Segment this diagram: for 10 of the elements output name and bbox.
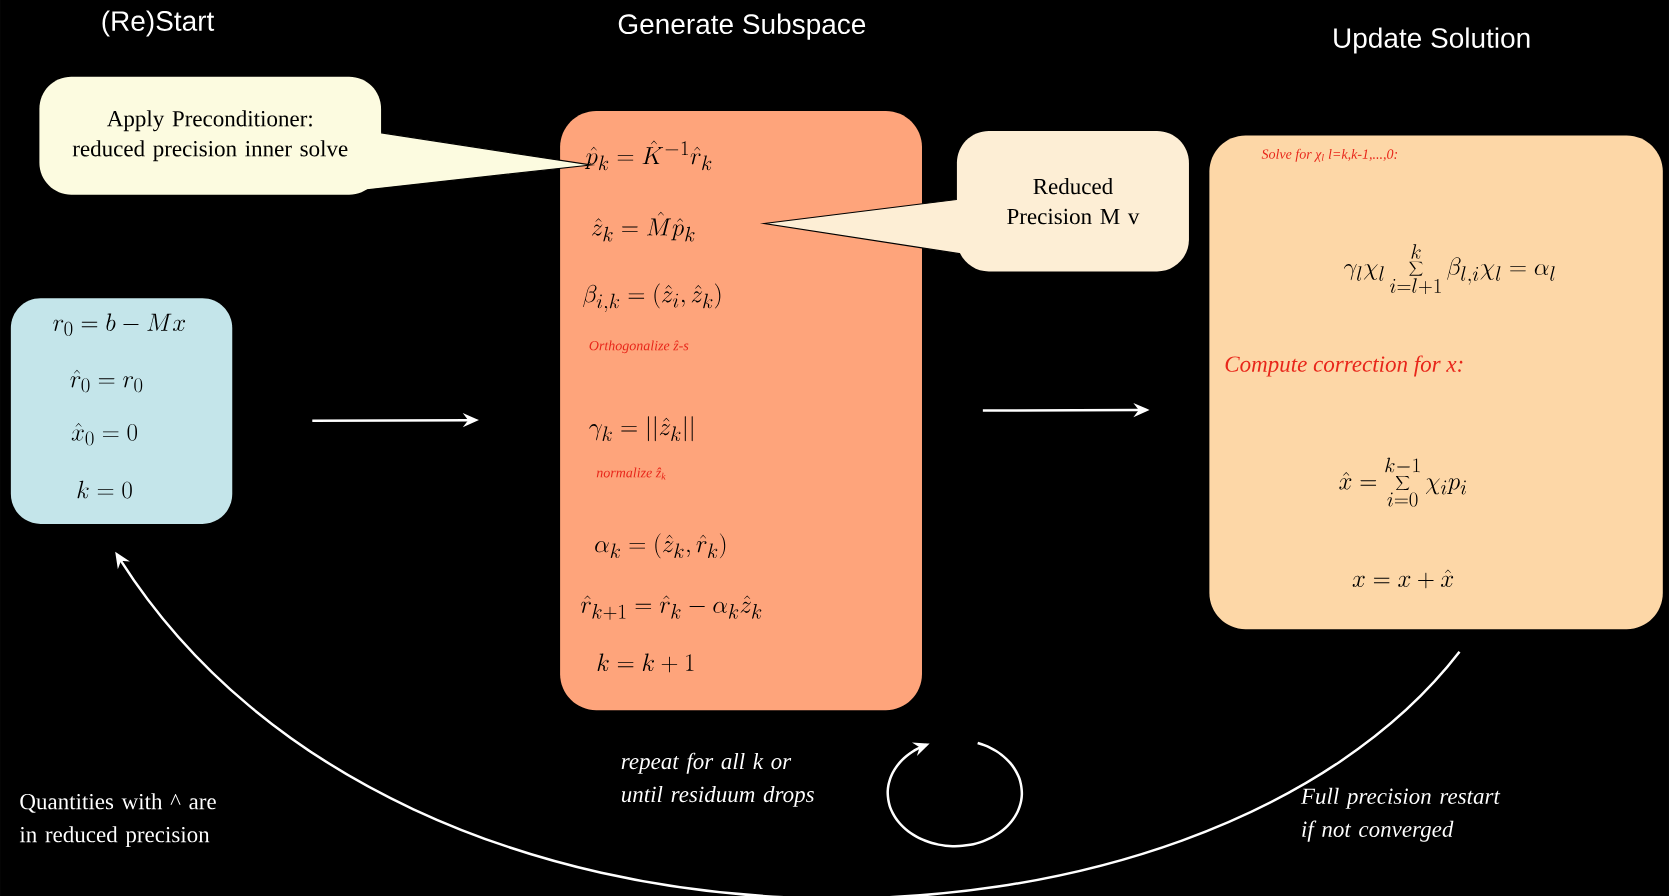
process-box: $\hat{p}_k = \hat{K}^{-1}\hat{r}_k$ $\hat{z}_k = \hat{M}\hat{p}_k$ $\beta_{i,k} = (\hat{z}_i, \hat{z}_k)$ Orthogonalize ẑ-s $\gamma_k = ||\hat{z}_k||$ normalize ẑ$_{k}$ $\alpha_k = (\hat{z}_k, \hat{r}_k)$ $\hat{r}_{k+1} = \hat{r}_k - \alpha_k\hat{z}_k$ $k = k + 1$ (560, 110, 922, 711)
edge-label: Full precision restart if not converged (1300, 787, 1501, 842)
column-title: Generate Subspace (618, 13, 866, 40)
note-text: repeat for all k or until residuum drops (621, 752, 814, 807)
start-box: $r_0 = b - Mx$ $\hat{r}_0 = r_0$ $\hat{x}_0 = 0$ $k = 0$ (10, 298, 233, 524)
note-text: Quantities with ^ are in reduced precision (19, 793, 216, 847)
speech-bubble: Reduced Precision M v (759, 130, 1189, 272)
column-title: (Re)Start (102, 10, 215, 37)
update-box: Solve for χ$_{l}$ l=k,k-1,...,0: $\gamma_l\chi_l \sum_{i=l+1}^{k} \beta_{l,i}\chi_l = \alpha_l$ Compute correction for x: $\hat{x} = \sum_{i=0}^{k-1} \chi_i p_i$ $x = x + \hat{x}$ (1209, 135, 1663, 630)
column-title: Update Solution (1334, 27, 1530, 54)
